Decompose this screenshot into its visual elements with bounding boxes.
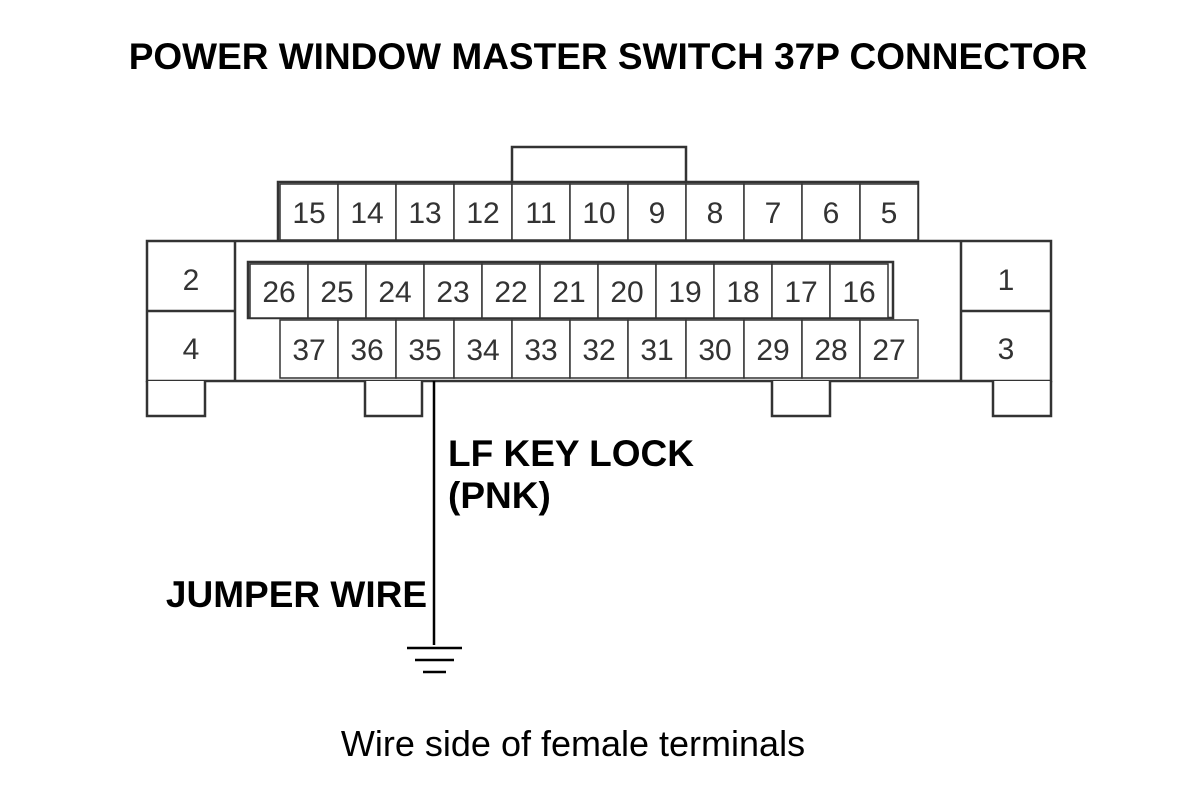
terminal-25: 25: [320, 276, 353, 309]
terminal-cell-22: [481, 263, 541, 319]
terminal-4: 4: [183, 333, 200, 366]
terminal-cell-30: [685, 319, 745, 379]
terminal-27: 27: [872, 334, 905, 367]
terminal-cell-23: [423, 263, 483, 319]
diagram-caption: Wire side of female terminals: [341, 723, 805, 764]
terminal-18: 18: [726, 276, 759, 309]
terminal-cell-9: [627, 183, 687, 241]
terminal-cell-7: [743, 183, 803, 241]
connector-foot-left-outer: [145, 381, 207, 418]
terminal-35: 35: [408, 334, 441, 367]
terminal-32: 32: [582, 334, 615, 367]
terminal-17: 17: [784, 276, 817, 309]
terminal-24: 24: [378, 276, 411, 309]
terminal-1: 1: [998, 264, 1015, 297]
terminal-cell-10: [569, 183, 629, 241]
terminal-20: 20: [610, 276, 643, 309]
terminal-30: 30: [698, 334, 731, 367]
terminal-15: 15: [292, 197, 325, 230]
terminal-13: 13: [408, 197, 441, 230]
terminal-cell-6: [801, 183, 861, 241]
terminal-cell-17: [771, 263, 831, 319]
wire-label-line2: (PNK): [448, 475, 551, 516]
terminal-26: 26: [262, 276, 295, 309]
terminal-31: 31: [640, 334, 673, 367]
terminal-cell-11: [511, 183, 571, 241]
terminal-row-middle: 26 25 24 23 22 21 20 19 18 17 16: [249, 263, 889, 319]
terminal-cell-24: [365, 263, 425, 319]
terminal-row-top: 15 14 13 12 11 10 9 8 7 6 5: [279, 183, 919, 241]
terminal-cell-5: [859, 183, 919, 241]
terminal-3: 3: [998, 333, 1015, 366]
terminal-16: 16: [842, 276, 875, 309]
terminal-cell-14: [337, 183, 397, 241]
terminal-6: 6: [823, 197, 840, 230]
terminal-36: 36: [350, 334, 383, 367]
terminal-cell-13: [395, 183, 455, 241]
terminal-cell-27: [859, 319, 919, 379]
terminal-33: 33: [524, 334, 557, 367]
terminal-8: 8: [707, 197, 724, 230]
terminal-12: 12: [466, 197, 499, 230]
terminal-2: 2: [183, 264, 200, 297]
terminal-cell-33: [511, 319, 571, 379]
terminal-cell-36: [337, 319, 397, 379]
wire-label-line1: LF KEY LOCK: [448, 433, 694, 474]
terminal-cell-18: [713, 263, 773, 319]
ground-symbol-icon: [407, 646, 462, 674]
terminal-28: 28: [814, 334, 847, 367]
terminal-cell-25: [307, 263, 367, 319]
terminal-22: 22: [494, 276, 527, 309]
terminal-23: 23: [436, 276, 469, 309]
diagram-title: POWER WINDOW MASTER SWITCH 37P CONNECTOR: [129, 36, 1088, 77]
terminal-11: 11: [525, 197, 556, 230]
jumper-wire-label: JUMPER WIRE: [166, 574, 427, 615]
terminal-29: 29: [756, 334, 789, 367]
connector-foot-right-outer: [991, 381, 1053, 418]
connector-latch: [510, 145, 688, 183]
terminal-5: 5: [881, 197, 898, 230]
terminal-cell-31: [627, 319, 687, 379]
terminal-37: 37: [292, 334, 325, 367]
terminal-19: 19: [668, 276, 701, 309]
terminal-34: 34: [466, 334, 499, 367]
connector-foot-left-inner: [363, 381, 424, 418]
terminal-cell-16: [829, 263, 889, 319]
terminal-cell-32: [569, 319, 629, 379]
terminal-7: 7: [765, 197, 782, 230]
terminal-10: 10: [582, 197, 615, 230]
terminal-cell-20: [597, 263, 657, 319]
terminal-14: 14: [350, 197, 383, 230]
terminal-cell-26: [249, 263, 309, 319]
terminal-21: 21: [552, 276, 585, 309]
terminal-row-bottom: 37 36 35 34 33 32 31 30 29 28 27: [279, 319, 919, 379]
terminal-cell-15: [279, 183, 339, 241]
connector-foot-right-inner: [770, 381, 832, 418]
terminal-9: 9: [649, 197, 666, 230]
terminal-cell-29: [743, 319, 803, 379]
